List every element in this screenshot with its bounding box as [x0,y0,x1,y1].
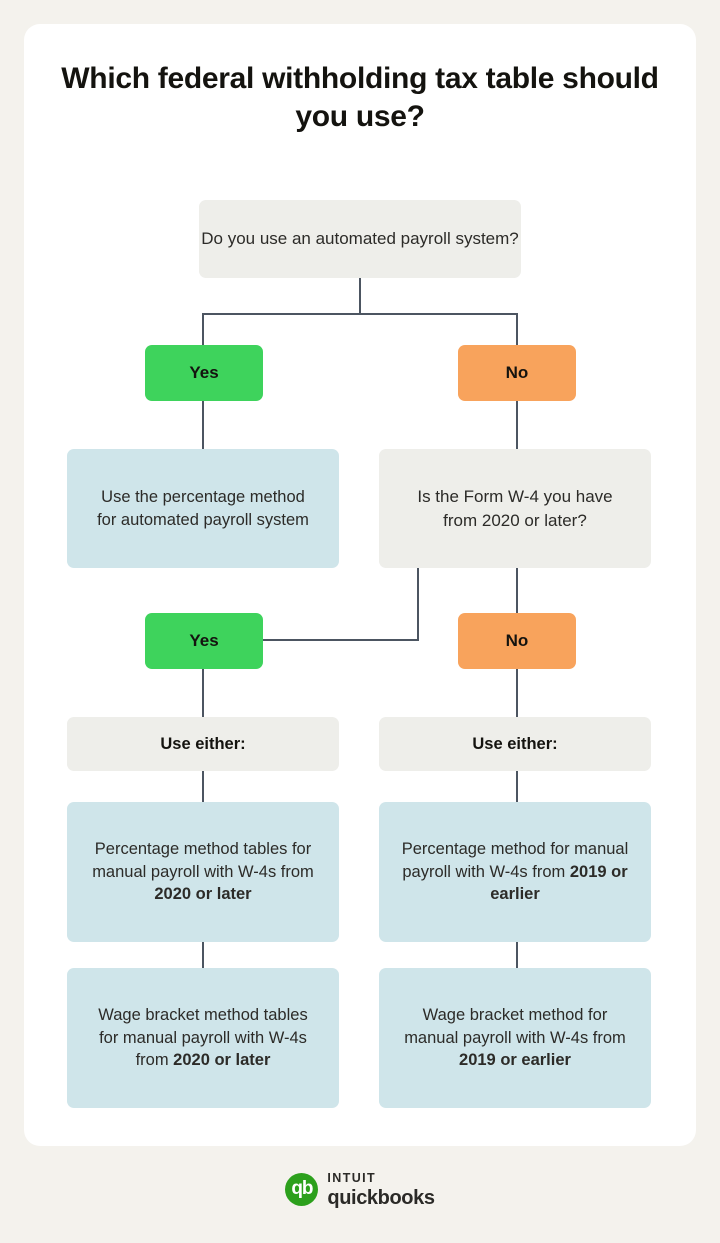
connector-q2-to-no [516,568,518,613]
connector-q2-yes-vertical [417,568,419,640]
result-right-percentage-text: Percentage method for manual payroll wit… [401,839,629,881]
connector-q1-bar [202,313,518,315]
brand-wordmark: INTUIT quickbooks [327,1171,435,1209]
label-use-either-left: Use either: [67,717,339,771]
connector-right-resultA-down [516,942,518,968]
label-use-either-right: Use either: [379,717,651,771]
answer-yes-w4-2020[interactable]: Yes [145,613,263,669]
result-right-wage-bracket-method: Wage bracket method for manual payroll w… [379,968,651,1108]
connector-q1-to-no [516,313,518,346]
quickbooks-logo-icon: qb [285,1173,319,1207]
page-title: Which federal withholding tax table shou… [61,62,659,134]
connector-either-left-down [202,771,204,802]
result-right-wage-bracket-text: Wage bracket method for manual payroll w… [404,1005,626,1047]
connector-left-resultA-down [202,942,204,968]
connector-either-right-down [516,771,518,802]
result-left-wage-bracket-method: Wage bracket method tables for manual pa… [67,968,339,1108]
connector-no1-down [516,401,518,449]
connector-q1-stem [359,278,361,314]
connector-q1-to-yes [202,313,204,346]
result-left-percentage-years: 2020 or later [154,885,252,904]
answer-no-w4-2020[interactable]: No [458,613,576,669]
result-left-wage-bracket-years: 2020 or later [173,1051,271,1070]
question-automated-payroll: Do you use an automated payroll system? [199,200,521,278]
result-left-percentage-text: Percentage method tables for manual payr… [92,839,314,881]
question-form-w4-year: Is the Form W-4 you have from 2020 or la… [379,449,651,568]
brand-intuit: INTUIT [327,1171,377,1185]
connector-no2-down [516,669,518,717]
connector-yes1-down [202,401,204,449]
result-left-wage-bracket-text: Wage bracket method tables for manual pa… [98,1005,308,1070]
result-right-wage-bracket-years: 2019 or earlier [459,1051,571,1070]
answer-no-automated[interactable]: No [458,345,576,401]
brand-footer: qb INTUIT quickbooks [0,1172,720,1208]
connector-q2-yes-horizontal [263,639,419,641]
result-right-percentage-method: Percentage method for manual payroll wit… [379,802,651,942]
brand-quickbooks: quickbooks [327,1186,435,1209]
answer-yes-automated[interactable]: Yes [145,345,263,401]
result-left-percentage-method: Percentage method tables for manual payr… [67,802,339,942]
connector-yes2-down [202,669,204,717]
result-automated-percentage-method: Use the percentage method for automated … [67,449,339,568]
result-right-percentage-years: 2019 or earlier [490,862,628,904]
